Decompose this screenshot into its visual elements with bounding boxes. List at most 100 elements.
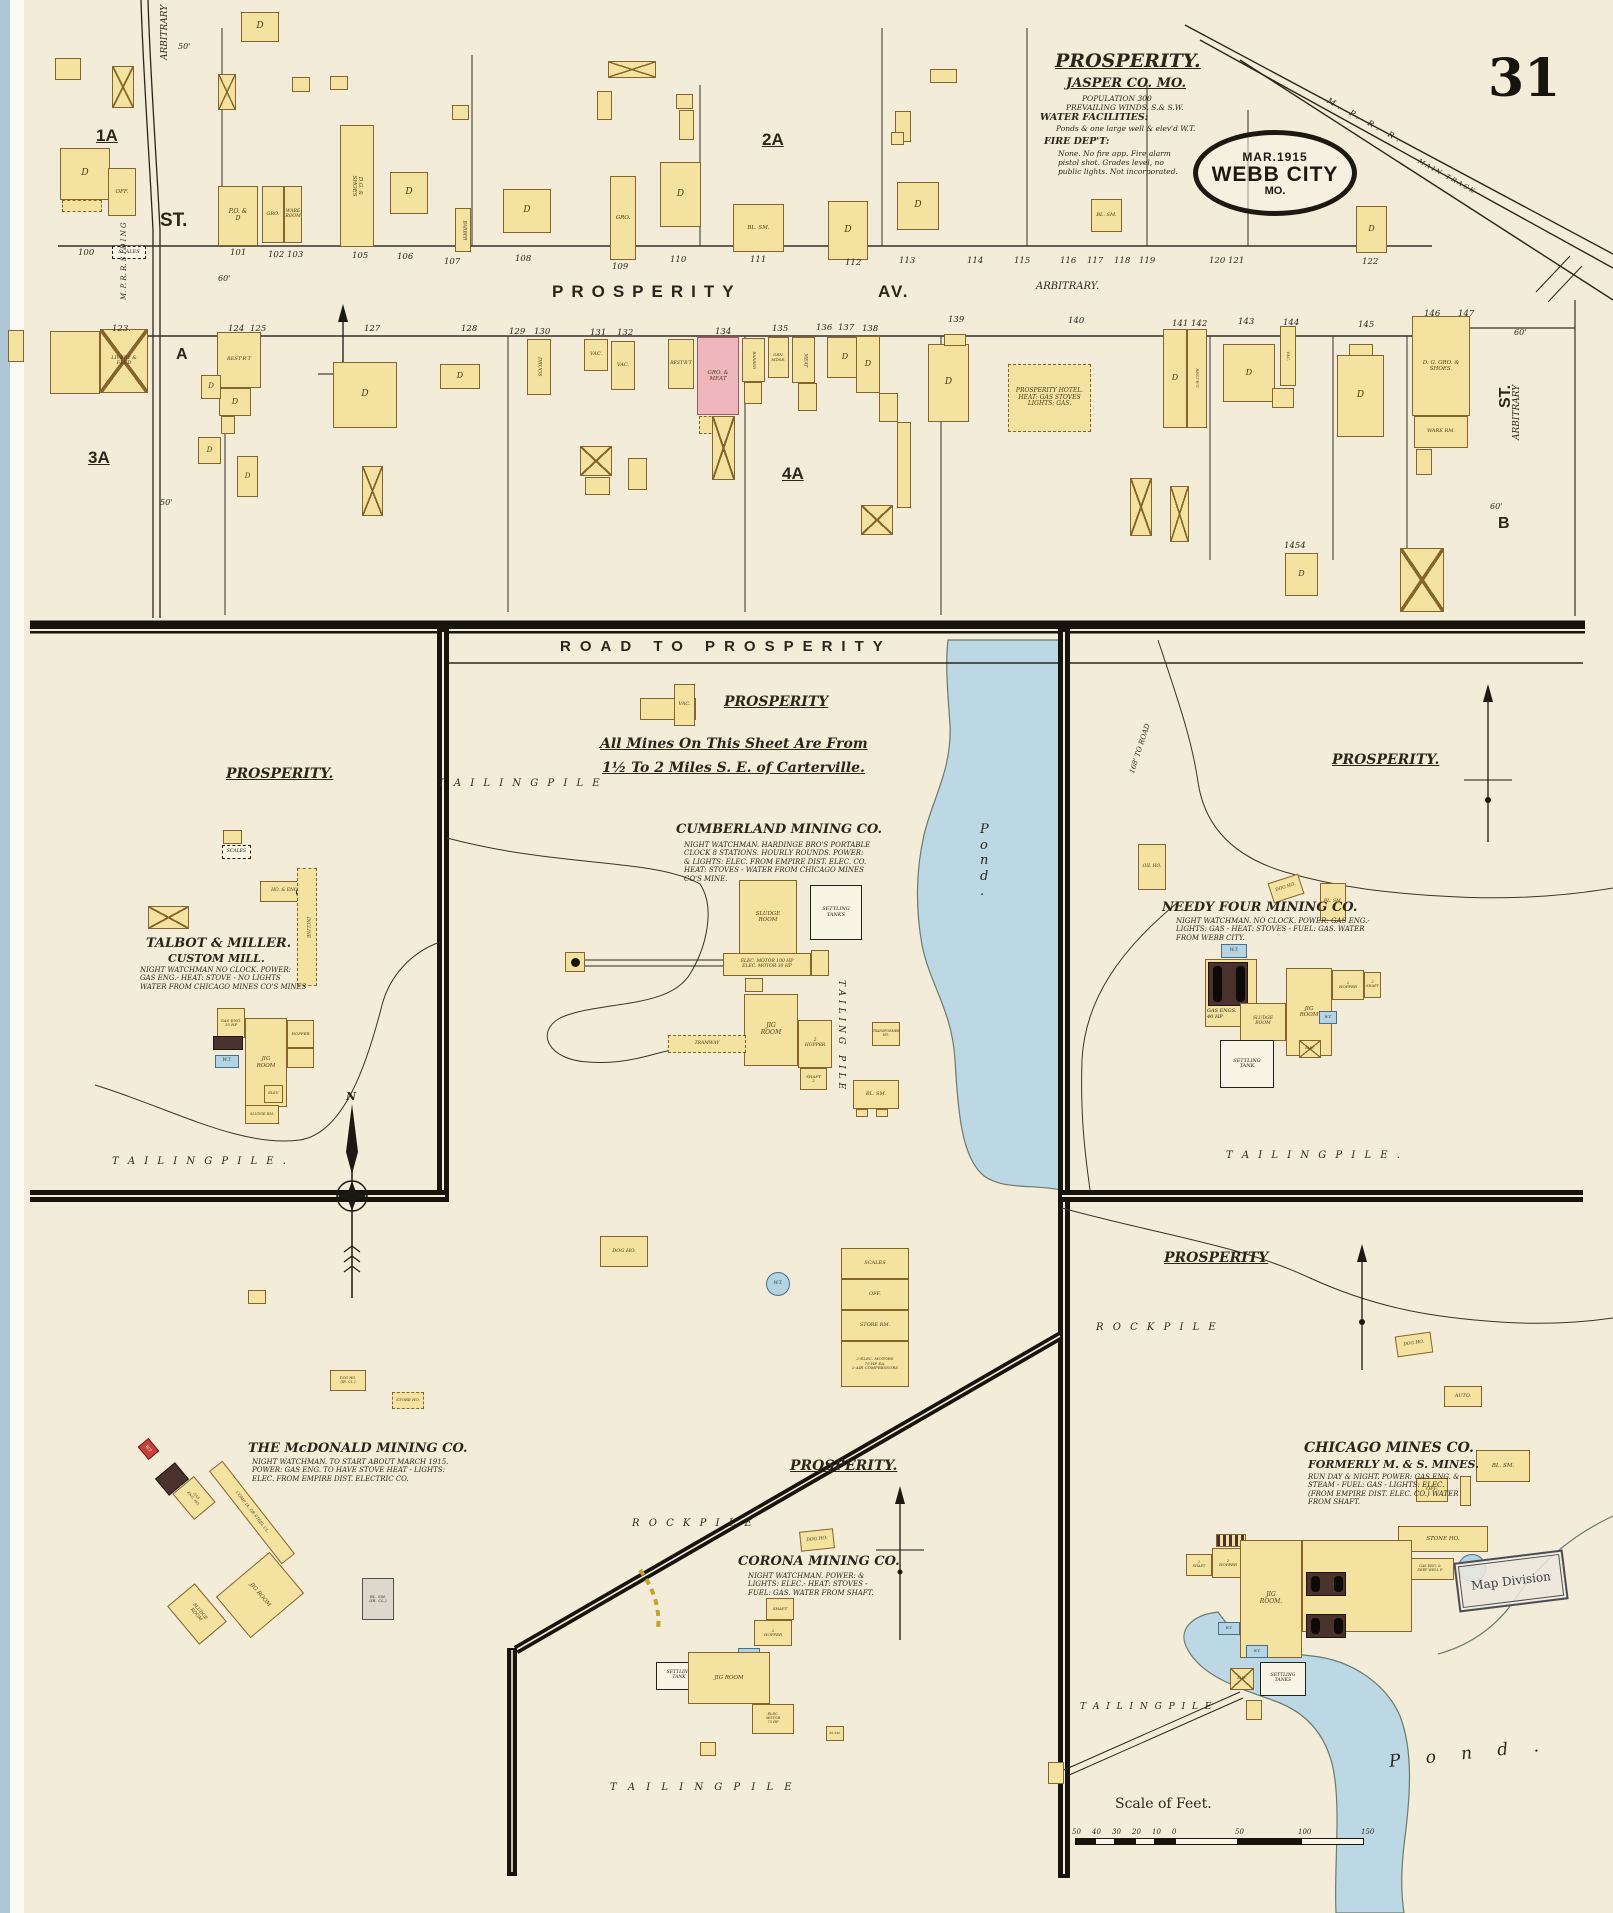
building-d: D <box>1223 344 1275 402</box>
building-off: OFF. <box>108 168 136 216</box>
section-prosperity-center: PROSPERITY <box>724 694 829 710</box>
talbot-title: TALBOT & MILLER. <box>146 936 292 951</box>
building-label: BL. SM. <box>1096 211 1117 218</box>
building-91 <box>287 1048 314 1068</box>
lot-number-139: 139 <box>948 315 965 325</box>
pond-center <box>916 639 1063 1191</box>
building-barber: BARBER <box>455 208 471 252</box>
building-meat: MEAT <box>792 337 815 383</box>
building-label: GRO. <box>615 214 631 221</box>
building-label: OFF. <box>1426 1486 1438 1493</box>
lot-number-108: 108 <box>515 254 532 264</box>
building-73 <box>1170 486 1189 542</box>
building-label: VAC. <box>616 361 630 368</box>
lot-number-132: 132 <box>617 328 634 338</box>
building-d: D <box>1356 206 1387 253</box>
scale-cell-6 <box>1238 1838 1301 1845</box>
building-jig-room: JIG ROOM <box>688 1652 770 1704</box>
building-label: D <box>361 389 369 400</box>
building-label: D <box>231 396 239 406</box>
corona-title: CORONA MINING CO. <box>738 1554 900 1569</box>
building-label: VAC. <box>678 701 691 708</box>
building-label: D <box>256 21 264 32</box>
building-off: OFF. <box>1416 1478 1448 1502</box>
building-label: VAC. <box>1286 351 1292 361</box>
town-title: PROSPERITY. <box>1055 50 1201 72</box>
building-92 <box>213 1036 243 1050</box>
street-a: A <box>176 346 188 363</box>
building-label: REST'R'T. <box>1195 368 1201 389</box>
engine-tank <box>1213 966 1223 1002</box>
label-2: POPULATION 300 <box>1082 94 1152 103</box>
rr-siding-1 <box>140 0 154 618</box>
label-26: 60' <box>218 274 231 283</box>
building-label: 2 SHAFT <box>1192 1560 1206 1568</box>
grocery-meat-pink: GRO. & MEAT <box>697 337 739 415</box>
building-bl-sm-ir-cl: BL. SM. (IR. CL.) <box>362 1578 394 1620</box>
map-line-39 <box>515 1335 1061 1651</box>
building-53 <box>798 383 817 411</box>
street-b: B <box>1498 515 1510 532</box>
engine-tank <box>1311 1576 1321 1592</box>
building-label: W.T. <box>1225 1625 1233 1630</box>
building-2-hopper: 2 HOPPER <box>1332 970 1364 1000</box>
building-label: D <box>1171 373 1179 383</box>
engine-dot <box>571 958 580 968</box>
lot-number-146: 146 <box>1424 309 1441 319</box>
scale-cell-3 <box>1135 1838 1155 1845</box>
lot-number-106: 106 <box>397 252 414 262</box>
scale-cell-5 <box>1175 1838 1238 1845</box>
tram-chicago-2 <box>1066 1697 1244 1777</box>
building-d: D <box>1337 355 1384 437</box>
building-label: D <box>456 371 464 381</box>
cumberland-title: CUMBERLAND MINING CO. <box>676 822 883 837</box>
building-dog-ho: DOG HO. <box>799 1528 835 1552</box>
building-label: D <box>81 168 89 179</box>
building-label: 2-ELEC. MOTORS 75 HP EA. 2-AIR COMPRESSO… <box>851 1356 899 1371</box>
building-scales: SCALES <box>112 246 146 259</box>
building-label: D <box>523 205 531 216</box>
building-livery-feed: LIVERY & FEED <box>100 329 148 393</box>
building-elev: ELEV. <box>1230 1668 1254 1690</box>
building-label: ELEV. <box>1237 1676 1247 1681</box>
building-label: TRANSFORMER HO. <box>872 1029 900 1037</box>
lot-number-124: 124 <box>228 324 245 334</box>
building-label: SHAFT <box>772 1605 788 1611</box>
building-33 <box>50 331 100 394</box>
lot-number-114: 114 <box>967 256 984 266</box>
building-label: W.T. <box>222 1058 232 1064</box>
building-label: OFF. <box>115 188 129 195</box>
building-label: SETTLING TANK <box>1233 1057 1261 1069</box>
building-label: JIG ROOM <box>760 1022 782 1036</box>
building-d: D <box>660 162 701 227</box>
label-25: 50' <box>160 498 173 507</box>
rr-main-1 <box>1184 24 1613 255</box>
all-mines-note-2: 1½ To 2 Miles S. E. of Carterville. <box>602 760 865 776</box>
building-71 <box>1416 449 1432 475</box>
lot-number-101: 101 <box>230 248 247 258</box>
building-label: D <box>944 377 953 388</box>
building-label: 2 HOPPER <box>804 1038 826 1048</box>
building-label: D <box>244 471 251 480</box>
lot-number-112: 112 <box>845 258 862 268</box>
building-label: GAS ENG. & DEEP WELL P. <box>1417 1564 1443 1572</box>
building-3 <box>62 200 102 212</box>
contour-talbot <box>94 941 441 1142</box>
tram-chicago-1 <box>1063 1691 1241 1771</box>
building-label: ELEC. MOTOR 100 HP ELEC. MOTOR 30 HP <box>740 958 794 969</box>
lot-number-118: 118 <box>1114 256 1131 266</box>
building-label: ELEV. <box>268 1091 279 1096</box>
building-143 <box>1306 1614 1346 1638</box>
building-ware-rm: WARE RM. <box>1414 416 1468 448</box>
label-63: GAS ENGS. 40 HP <box>1207 1008 1237 1020</box>
building-68 <box>1349 344 1373 356</box>
building-label: ELEV. <box>1305 1046 1315 1051</box>
building-elec-motor-100-hp-elec-motor-30-hp: ELEC. MOTOR 100 HP ELEC. MOTOR 30 HP <box>723 953 811 976</box>
lot-number-141: 141 <box>1172 319 1189 329</box>
building-hopper: HOPPER <box>287 1020 314 1048</box>
label-50: RUN DAY & NIGHT. POWER: GAS ENG. & STEAM… <box>1308 1473 1460 1507</box>
building-d-g-shoes: D.G. & SHOES <box>340 125 374 247</box>
building-2-shaft: 2 SHAFT <box>1186 1554 1212 1576</box>
building-label: D <box>1368 224 1375 234</box>
